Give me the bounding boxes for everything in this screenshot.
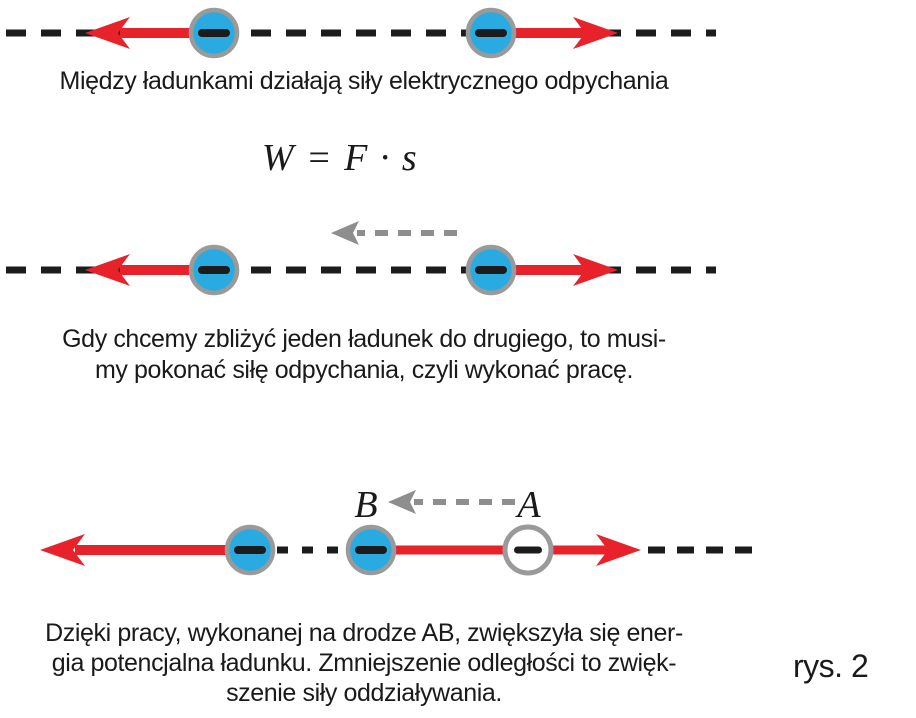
minus-sign [198, 29, 230, 37]
force-arrowhead-icon [85, 17, 130, 49]
diagram-row-repulsion [6, 7, 716, 59]
minus-sign [198, 266, 230, 274]
minus-sign [475, 266, 507, 274]
caption-line: Gdy chcemy zbliżyć jeden ładunek do drug… [62, 325, 666, 353]
caption-repulsion: Między ładunkami działają siły elektrycz… [0, 66, 728, 97]
force-arrowhead-icon [573, 254, 618, 286]
displacement-arrowhead-icon [388, 490, 416, 514]
force-arrowhead-icon [596, 534, 641, 566]
force-arrow-right [373, 534, 641, 566]
negative-charge-icon [345, 524, 397, 576]
caption-work: Gdy chcemy zbliżyć jeden ładunek do drug… [0, 324, 728, 386]
negative-charge-icon [465, 244, 517, 296]
minus-sign [234, 546, 266, 554]
negative-charge-icon [224, 524, 276, 576]
negative-charge-icon [188, 7, 240, 59]
force-arrowhead-icon [85, 254, 130, 286]
label-point-b: B [354, 484, 377, 526]
caption-line: Dzięki pracy, wykonanej na drodze AB, zw… [45, 619, 683, 647]
caption-line: Między ładunkami działają siły elektrycz… [59, 67, 669, 95]
force-arrow-left [40, 534, 252, 566]
displacement-arrow [331, 221, 457, 245]
caption-energy: Dzięki pracy, wykonanej na drodze AB, zw… [0, 618, 728, 708]
minus-sign [514, 546, 542, 554]
caption-line: my pokonać siłę odpychania, czyli wykona… [94, 356, 633, 384]
negative-charge-icon [465, 7, 517, 59]
minus-sign [355, 546, 387, 554]
label-point-a: A [514, 484, 541, 526]
caption-line: gia potencjalna ładunku. Zmniejszenie od… [51, 649, 677, 677]
charge-start-position-icon [502, 524, 554, 576]
caption-line: szenie siły oddziaływania. [226, 679, 502, 707]
minus-sign [475, 29, 507, 37]
work-formula: W = F · s [261, 137, 419, 179]
force-arrowhead-icon [40, 534, 85, 566]
negative-charge-icon [188, 244, 240, 296]
diagram-row-path-ab: B A [40, 484, 752, 576]
displacement-arrowhead-icon [331, 221, 359, 245]
displacement-arrow-ab [388, 490, 515, 514]
figure-number-label: rys. 2 [793, 648, 869, 684]
force-arrowhead-icon [573, 17, 618, 49]
diagram-row-pushing-closer [6, 221, 716, 296]
